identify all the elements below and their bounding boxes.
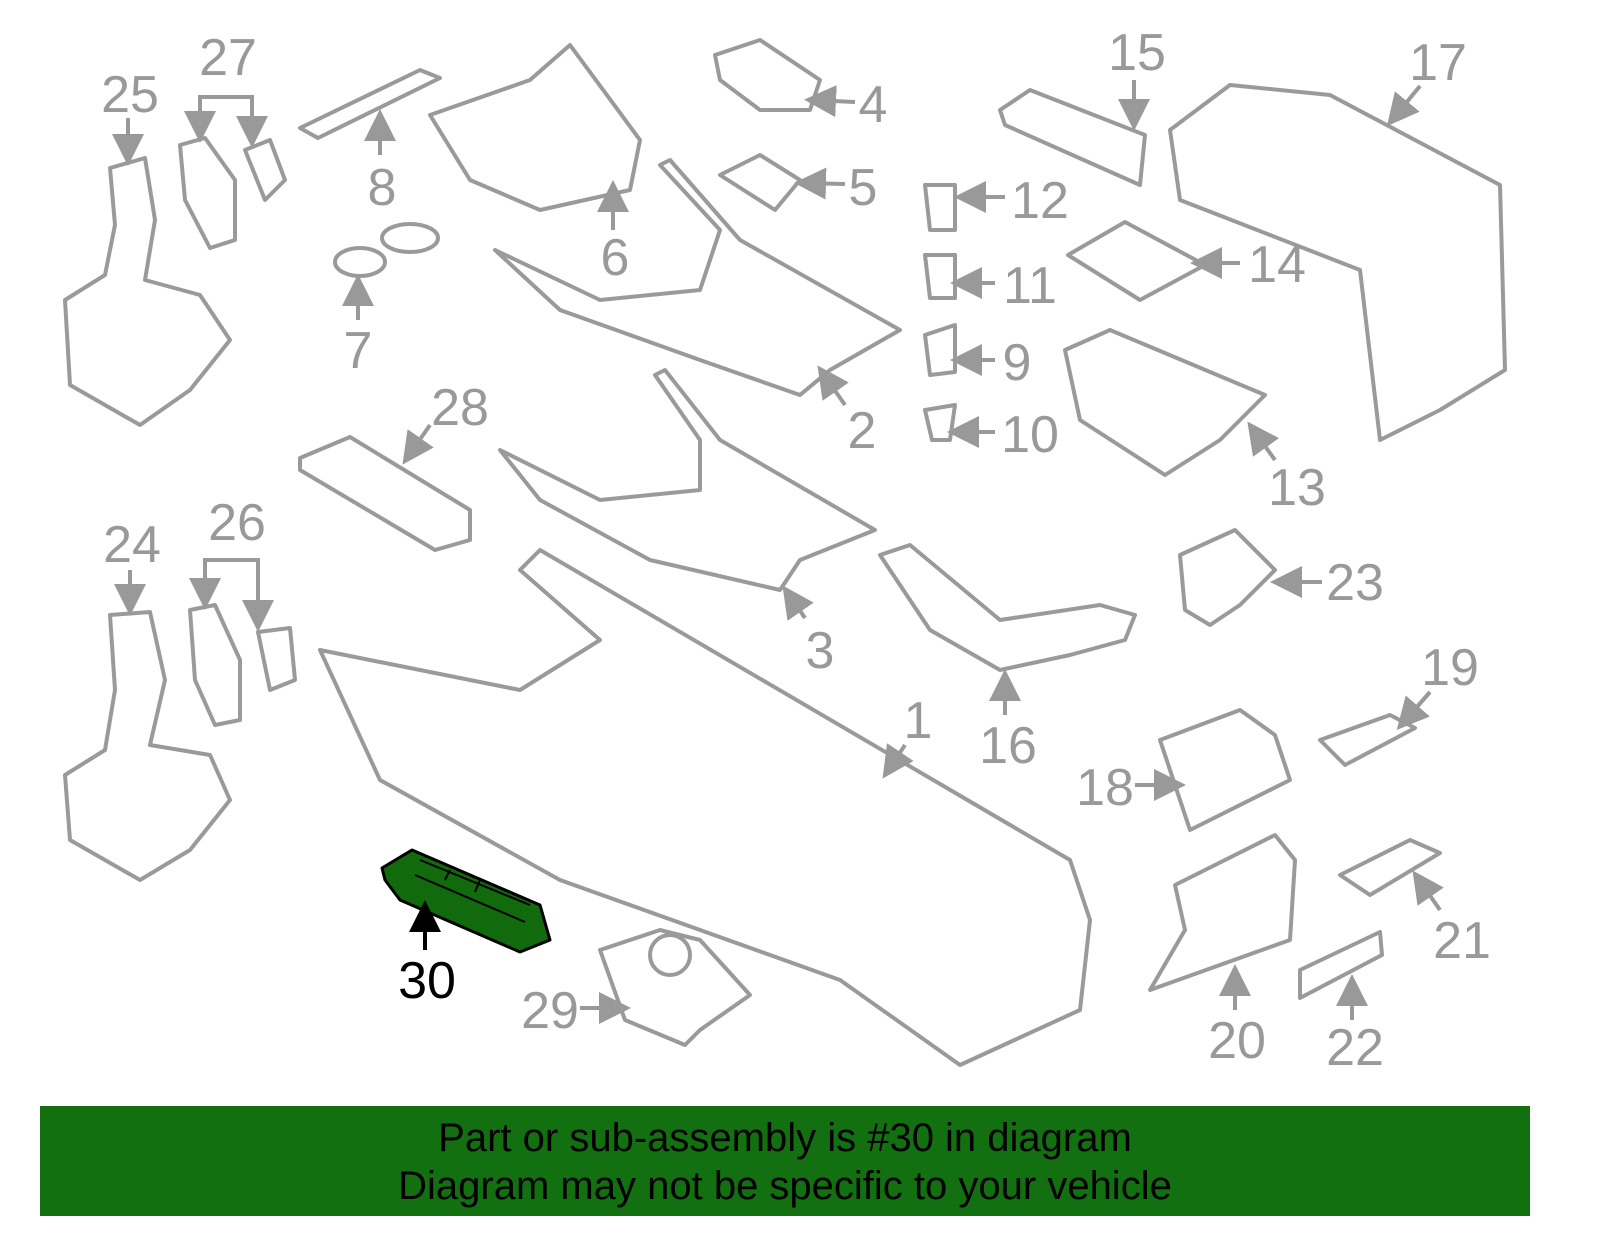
armrest-part-17 [1168,83,1507,442]
cupholder-part-4 [713,38,822,112]
vent-part-18 [1158,708,1292,832]
label-22[interactable]: 22 [1326,1019,1384,1077]
label-9[interactable]: 9 [1003,334,1032,392]
tray-part-28 [298,435,472,552]
strip-part-8 [298,68,442,140]
box-part-13 [1063,328,1267,477]
label-18[interactable]: 18 [1076,759,1134,817]
controller-knob-29 [648,933,692,977]
mat-part-14 [1066,220,1207,302]
label-13[interactable]: 13 [1268,459,1326,517]
label-8[interactable]: 8 [368,159,397,217]
trim-part-2 [493,158,902,397]
label-30-highlighted[interactable]: 30 [398,952,456,1010]
label-17[interactable]: 17 [1409,34,1467,92]
part-labels: 1 2 3 4 5 6 7 8 9 10 11 12 13 14 15 16 1… [101,24,1491,1077]
label-27[interactable]: 27 [199,29,257,87]
label-25[interactable]: 25 [101,66,159,124]
label-5[interactable]: 5 [849,159,878,217]
clip-part-10 [923,403,957,442]
banner-line-1: Part or sub-assembly is #30 in diagram [438,1116,1132,1160]
label-23[interactable]: 23 [1326,554,1384,612]
clip-part-11 [923,253,957,300]
bracket-part-16 [878,543,1137,672]
knob-part-26b [256,626,297,692]
knob-part-26a [188,603,242,727]
switch-part-30-buttons [414,859,531,923]
label-4[interactable]: 4 [859,76,888,134]
shifter-part-25 [63,156,232,427]
label-29[interactable]: 29 [521,982,579,1040]
banner-line-2: Diagram may not be specific to your vehi… [398,1164,1172,1208]
label-15[interactable]: 15 [1108,24,1166,82]
vent-part-23 [1178,528,1277,627]
label-24[interactable]: 24 [103,516,161,574]
label-20[interactable]: 20 [1208,1012,1266,1070]
label-12[interactable]: 12 [1011,172,1069,230]
mat-part-7 [333,246,387,278]
label-7[interactable]: 7 [344,322,373,380]
center-console-part-1 [318,548,1092,1067]
leader-arrows [112,80,1444,1024]
mat-part-7b [380,222,440,254]
part-shapes [63,38,1507,1067]
label-19[interactable]: 19 [1421,639,1479,697]
label-14[interactable]: 14 [1248,236,1306,294]
label-10[interactable]: 10 [1001,406,1059,464]
label-26[interactable]: 26 [208,494,266,552]
label-21[interactable]: 21 [1433,912,1491,970]
tray-part-6 [428,43,642,212]
label-11[interactable]: 11 [1003,257,1057,315]
knob-part-27a [178,136,237,250]
label-6[interactable]: 6 [601,229,630,287]
label-16[interactable]: 16 [979,717,1037,775]
info-banner: Part or sub-assembly is #30 in diagram D… [40,1106,1530,1216]
plate-part-21 [1338,838,1442,897]
label-28[interactable]: 28 [431,379,489,437]
controller-part-29 [598,928,752,1047]
knob-part-27b [243,138,287,202]
cover-part-5 [718,153,802,212]
clip-part-9 [923,323,957,377]
trim-part-3 [498,368,877,592]
label-2[interactable]: 2 [848,402,877,460]
clip-part-12 [923,183,957,232]
vent-part-20 [1148,833,1297,992]
strip-part-22 [1298,930,1384,1000]
label-3[interactable]: 3 [806,622,835,680]
insert-part-15 [998,88,1147,187]
switch-part-30 [380,848,552,954]
label-1[interactable]: 1 [904,692,933,750]
shifter-part-24 [63,610,232,882]
